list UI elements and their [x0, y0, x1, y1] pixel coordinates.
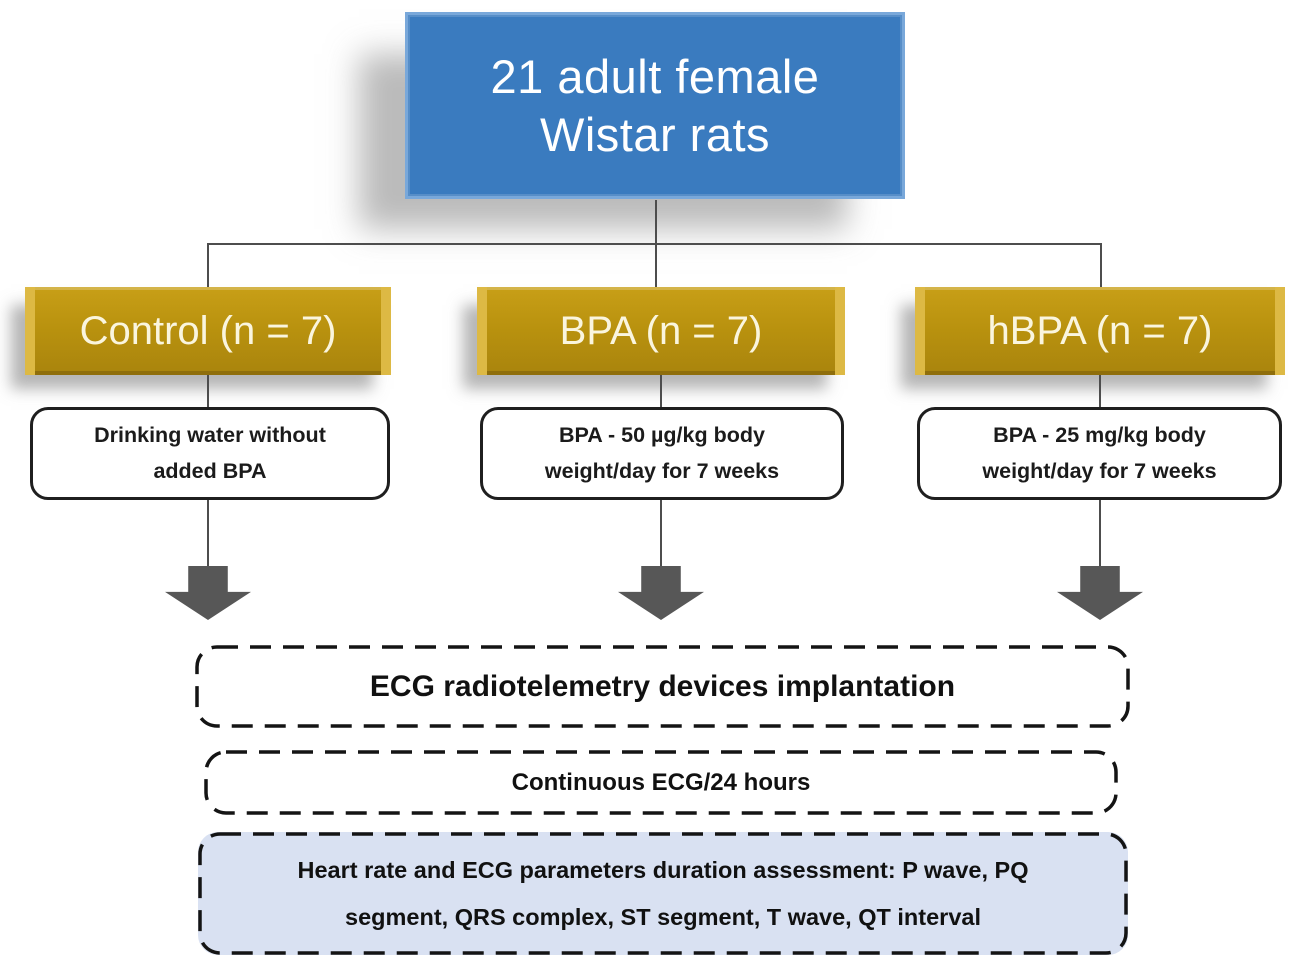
step-assessment: Heart rate and ECG parameters duration a…: [198, 832, 1128, 955]
connector-line: [207, 243, 1102, 245]
treatment-line-1: Drinking water without: [94, 423, 326, 448]
connector-line: [1099, 375, 1101, 407]
down-arrow-icon: [165, 566, 251, 620]
group-label: BPA (n = 7): [559, 308, 763, 353]
treatment-line-2: added BPA: [153, 458, 267, 483]
connector-line: [1100, 245, 1102, 287]
connector-line: [655, 245, 657, 287]
title-box: 21 adult female Wistar rats: [405, 12, 905, 199]
group-box-hbpa: hBPA (n = 7): [915, 287, 1285, 375]
step-text-line-2: segment, QRS complex, ST segment, T wave…: [345, 903, 981, 930]
treatment-box-hbpa: BPA - 25 mg/kg body weight/day for 7 wee…: [917, 407, 1282, 500]
title-line-1: 21 adult female: [490, 50, 820, 104]
connector-line: [660, 375, 662, 407]
connector-line: [1099, 500, 1101, 568]
title-line-2: Wistar rats: [539, 107, 771, 161]
treatment-line-1: BPA - 25 mg/kg body: [993, 423, 1206, 448]
down-arrow-icon: [1057, 566, 1143, 620]
treatment-line-2: weight/day for 7 weeks: [982, 458, 1217, 483]
treatment-box-control: Drinking water without added BPA: [30, 407, 390, 500]
treatment-line-1: BPA - 50 µg/kg body: [559, 423, 765, 448]
treatment-box-bpa: BPA - 50 µg/kg body weight/day for 7 wee…: [480, 407, 844, 500]
dashed-border: [195, 645, 1130, 728]
dashed-border: [204, 750, 1118, 815]
connector-line: [655, 200, 657, 244]
connector-line: [207, 375, 209, 407]
dashed-border: [198, 832, 1128, 955]
step-text-line-1: Heart rate and ECG parameters duration a…: [297, 856, 1029, 883]
group-box-control: Control (n = 7): [25, 287, 391, 375]
connector-line: [660, 500, 662, 568]
connector-line: [207, 245, 209, 287]
down-arrow-icon: [618, 566, 704, 620]
group-label: hBPA (n = 7): [987, 308, 1213, 353]
treatment-line-2: weight/day for 7 weeks: [544, 458, 780, 483]
step-continuous-ecg: Continuous ECG/24 hours: [204, 750, 1118, 815]
group-box-bpa: BPA (n = 7): [477, 287, 845, 375]
connector-line: [207, 500, 209, 568]
step-ecg-implantation: ECG radiotelemetry devices implantation: [195, 645, 1130, 728]
step-text: Continuous ECG/24 hours: [511, 768, 811, 796]
group-label: Control (n = 7): [79, 308, 337, 353]
step-text: ECG radiotelemetry devices implantation: [369, 669, 956, 703]
